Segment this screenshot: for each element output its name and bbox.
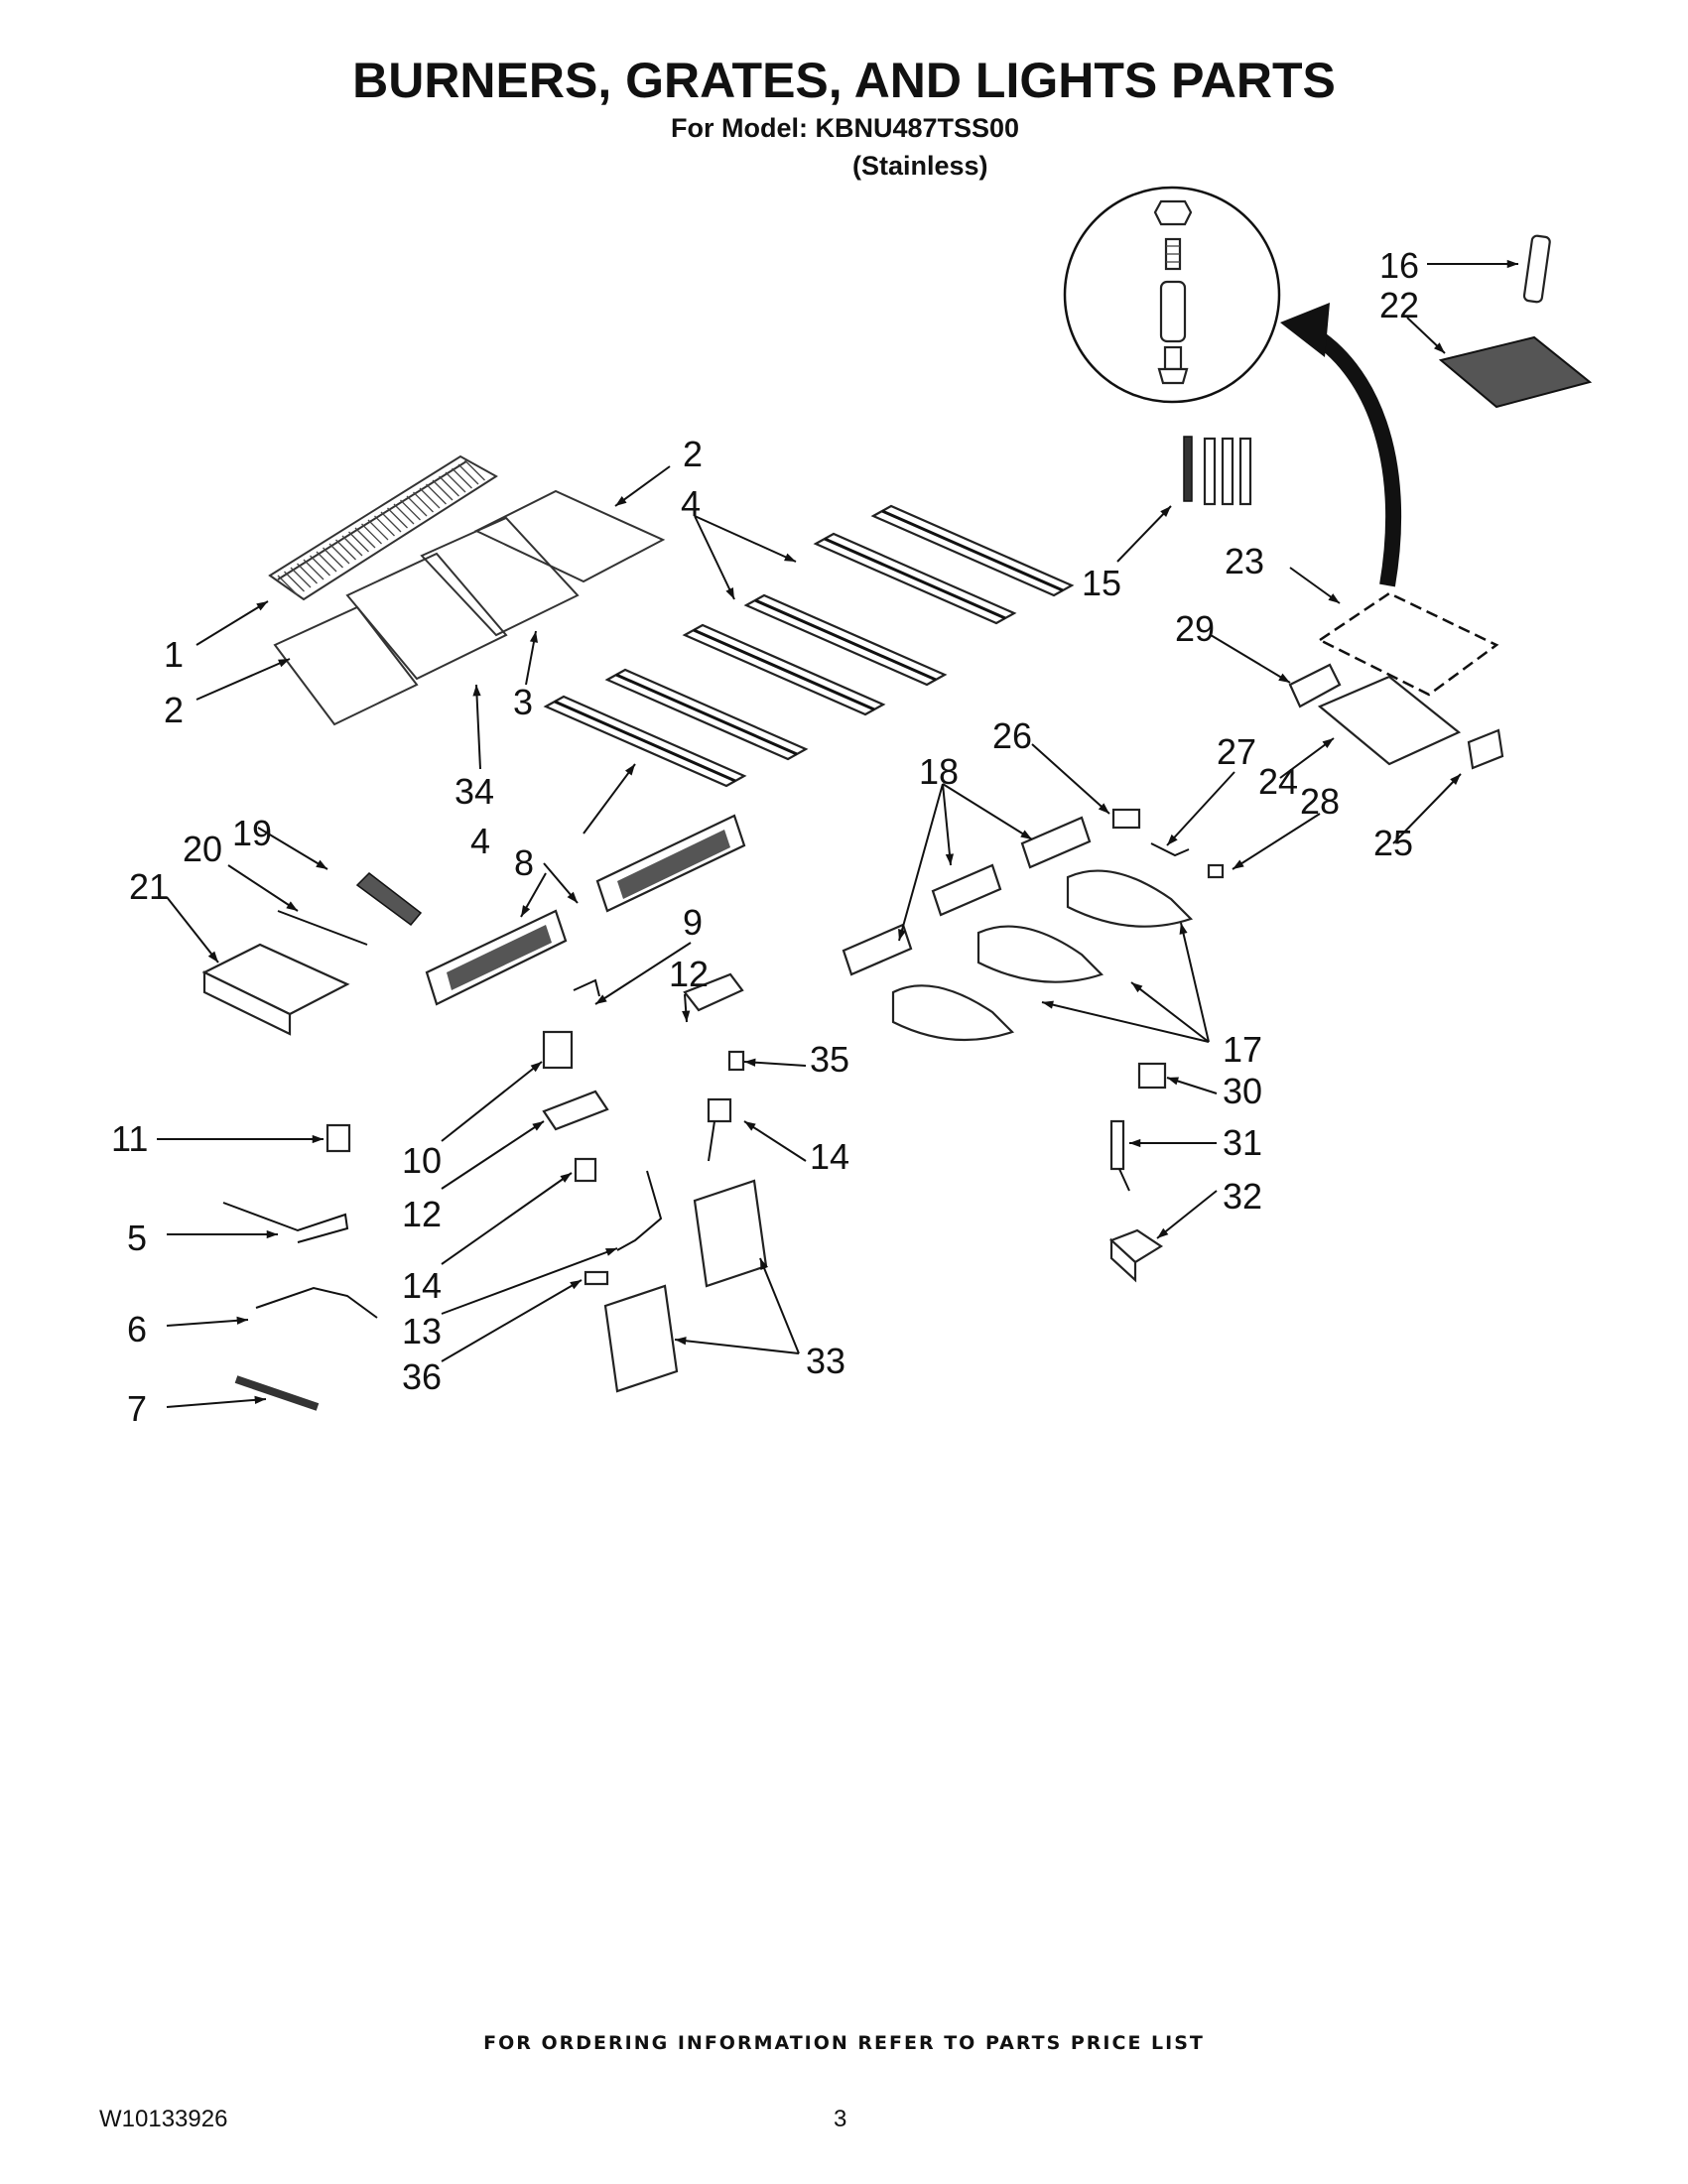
callout-29: 29: [1175, 608, 1215, 649]
part-24-burner-tray: [1317, 675, 1462, 766]
part-2-grate-right: [473, 489, 666, 583]
part-4-flame-tamers: [543, 504, 1075, 788]
callout-10: 10: [402, 1140, 442, 1181]
part-34-grate-mid: [345, 552, 508, 681]
callout-17: 17: [1223, 1029, 1262, 1070]
callout-24: 24: [1258, 761, 1298, 802]
callout-8: 8: [514, 842, 534, 883]
part-33-lens-frame-left: [603, 1284, 679, 1393]
part-19-filter: [355, 872, 423, 927]
callout-14: 14: [402, 1265, 442, 1306]
callout-16: 16: [1379, 245, 1419, 286]
part-2-grate-left: [273, 605, 419, 726]
part-15-brackets: [1183, 436, 1252, 506]
callout-12: 12: [402, 1194, 442, 1234]
part-21-drip-tray: [201, 943, 350, 1036]
callout-9: 9: [683, 902, 703, 943]
callout-4: 4: [470, 821, 490, 861]
part-10-switch: [542, 1030, 574, 1070]
callout-15: 15: [1082, 563, 1121, 603]
model-number: For Model: KBNU487TSS00: [671, 113, 1020, 143]
callout-27: 27: [1217, 731, 1256, 772]
callout-19: 19: [232, 813, 272, 853]
part-8-burner-left: [425, 909, 568, 1006]
leader-lines: [157, 259, 1518, 1408]
callout-18: 18: [919, 751, 959, 792]
callout-22: 22: [1379, 285, 1419, 325]
part-29-bracket: [1288, 663, 1342, 708]
part-11-knob: [325, 1123, 351, 1153]
page-title: BURNERS, GRATES, AND LIGHTS PARTS: [352, 53, 1336, 108]
callout-35: 35: [810, 1039, 849, 1080]
callout-36: 36: [402, 1356, 442, 1397]
callout-21: 21: [129, 866, 169, 907]
callout-26: 26: [992, 715, 1032, 756]
callout-13: 13: [402, 1311, 442, 1351]
part-23-cover: [1317, 591, 1499, 697]
callout-4: 4: [681, 483, 701, 524]
callout-28: 28: [1300, 781, 1340, 822]
part-25-plate: [1467, 728, 1504, 770]
part-14-socket-bottom: [574, 1157, 597, 1183]
callout-1: 1: [164, 634, 184, 675]
callout-2: 2: [683, 434, 703, 474]
grates-hatching: [277, 459, 485, 596]
part-27-wire: [1150, 842, 1190, 857]
callout-6: 6: [127, 1309, 147, 1349]
callout-33: 33: [806, 1341, 845, 1381]
part-6-thermocouple: [255, 1286, 378, 1319]
part-14-socket-top: [707, 1097, 732, 1162]
part-16-rod: [1522, 234, 1551, 304]
part-20-rod: [277, 910, 368, 946]
part-28-clip: [1207, 863, 1225, 879]
part-1-side-grate: [268, 454, 498, 601]
callout-20: 20: [183, 829, 222, 869]
detail-arrow: [1280, 303, 1402, 587]
part-12-light-housing-bottom: [542, 1090, 609, 1131]
part-9-clip: [573, 978, 600, 997]
model-finish: (Stainless): [852, 151, 988, 181]
part-33-lens-frame-right: [693, 1179, 768, 1288]
callout-32: 32: [1223, 1176, 1262, 1217]
part-30-cap: [1137, 1062, 1167, 1090]
part-17-burners: [891, 869, 1194, 1042]
part-31-igniter: [1109, 1119, 1130, 1192]
callout-14: 14: [810, 1136, 849, 1177]
part-36-bulb: [584, 1270, 609, 1286]
callout-2: 2: [164, 690, 184, 730]
callout-3: 3: [513, 682, 533, 722]
ordering-note: FOR ORDERING INFORMATION REFER TO PARTS …: [483, 2032, 1205, 2054]
part-35-screw: [727, 1050, 745, 1072]
part-18-brackets: [842, 816, 1092, 976]
part-7-hose: [234, 1375, 320, 1411]
callout-30: 30: [1223, 1071, 1262, 1111]
part-22-mesh-panel: [1438, 335, 1593, 409]
callout-25: 25: [1373, 823, 1413, 863]
callout-34: 34: [454, 771, 494, 812]
document-number: W10133926: [99, 2106, 228, 2132]
callout-11: 11: [111, 1118, 148, 1159]
hardware-detail-circle: [1063, 186, 1281, 404]
part-13-wire-harness: [616, 1170, 663, 1251]
part-12-light-housing-top: [683, 972, 744, 1012]
callout-31: 31: [1223, 1122, 1262, 1163]
part-26-module: [1111, 808, 1141, 830]
part-5-valve: [222, 1202, 349, 1243]
callout-labels: 1 2 2 3 34 4 4 19 20 21 8 9 12 35 11 10 …: [111, 245, 1419, 1429]
part-3-grate-center: [420, 516, 580, 637]
callout-12: 12: [669, 954, 709, 994]
callout-23: 23: [1225, 541, 1264, 581]
page-number: 3: [834, 2106, 847, 2132]
callout-7: 7: [127, 1388, 147, 1429]
part-8-burner-right: [595, 814, 746, 913]
callout-5: 5: [127, 1218, 147, 1258]
part-32-module-box: [1108, 1228, 1164, 1283]
